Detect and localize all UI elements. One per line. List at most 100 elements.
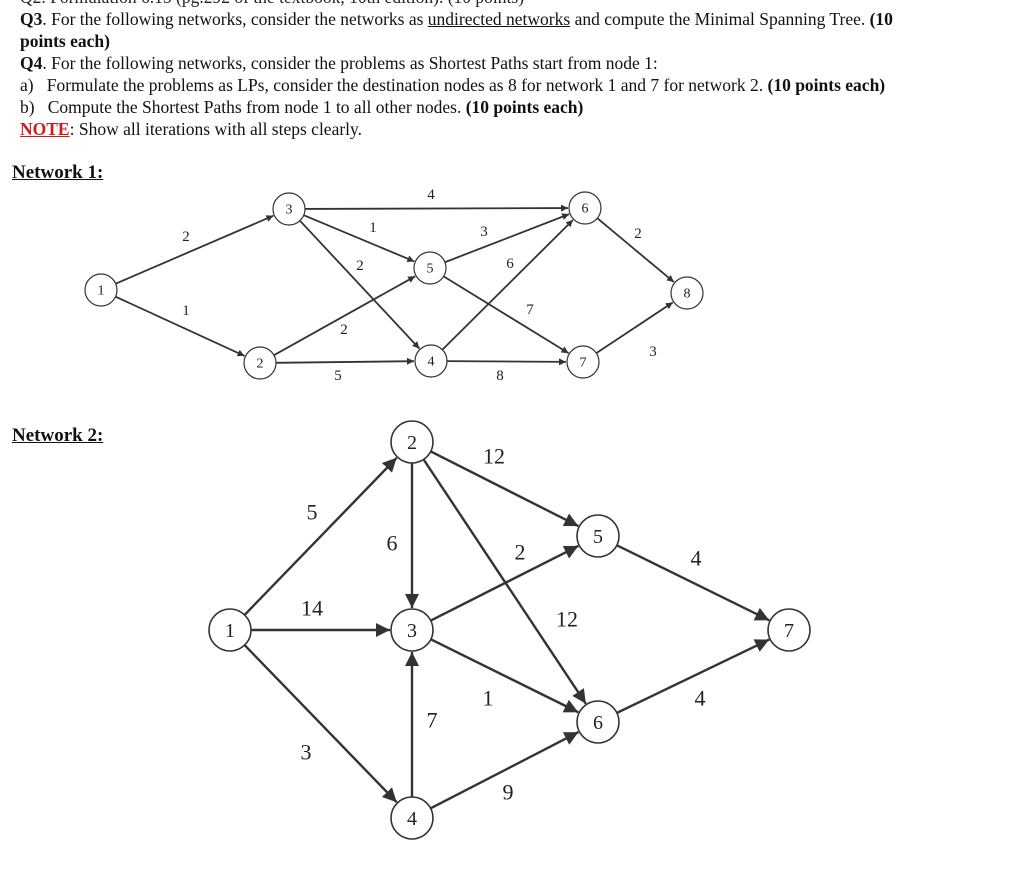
network-1-edge-1-3 [115, 214, 274, 285]
network-1-node-4: 4 [414, 344, 448, 378]
q4b-line: b) Compute the Shortest Paths from node … [20, 96, 583, 118]
network-2-edge-4-6 [430, 731, 580, 810]
network-2-edge-1-2 [243, 456, 398, 616]
network-1-node-1: 1 [84, 273, 118, 307]
q3-line-1: Q3. For the following networks, consider… [20, 8, 893, 30]
network-2-node-2: 2 [390, 420, 434, 464]
network-2-edge-weight-2-3: 6 [387, 531, 398, 556]
network-1-edge-weight-5-7: 7 [526, 302, 534, 318]
network-2-edge-6-7 [616, 638, 770, 714]
network-1-edge-weight-1-3: 2 [182, 229, 190, 245]
network-1-edge-weight-2-4: 5 [334, 368, 342, 384]
network-2-node-6: 6 [576, 700, 620, 744]
network-2-edge-weight-1-2: 5 [307, 500, 318, 525]
network-1-node-2: 2 [243, 346, 277, 380]
network-2-node-label-5: 5 [593, 526, 603, 548]
network-1-edge-weight-3-4: 2 [356, 258, 364, 274]
q3-points-a: (10 [869, 9, 893, 29]
network-2-edge-1-4 [243, 644, 398, 804]
network-2-node-circle-5 [576, 514, 620, 558]
q3-points-b: points each) [20, 31, 110, 51]
network-1-node-circle-8 [670, 276, 704, 310]
network-1-node-8: 8 [670, 276, 704, 310]
network-1-node-label-2: 2 [257, 357, 264, 372]
network-1-node-6: 6 [568, 191, 602, 225]
network-2-edge-weight-1-4: 3 [301, 740, 312, 765]
network-2-node-7: 7 [767, 608, 811, 652]
note-label: NOTE [20, 119, 70, 139]
network-2-node-5: 5 [576, 514, 620, 558]
network-2-edge-3-6 [430, 638, 579, 714]
network-1-node-5: 5 [413, 251, 447, 285]
network-1-label: Network 1: [12, 162, 103, 184]
network-1-node-label-7: 7 [580, 356, 587, 371]
network-1-edge-weight-7-8: 3 [649, 344, 657, 360]
q4-text: . For the following networks, consider t… [42, 53, 658, 73]
network-1-node-3: 3 [272, 192, 306, 226]
network-2-edge-weight-3-5: 2 [515, 540, 526, 565]
q4b-prefix: b) [20, 97, 35, 117]
network-1-edge-weight-3-5: 1 [369, 220, 377, 236]
network-1-edge-weight-1-2: 1 [182, 303, 190, 319]
network-1-edge-2-5 [273, 275, 416, 356]
network-1-edge-6-8 [596, 217, 675, 283]
network-2-node-4: 4 [390, 796, 434, 840]
network-2-node-label-3: 3 [407, 620, 417, 642]
network-2-node-circle-4 [390, 796, 434, 840]
network-2-node-label-7: 7 [784, 620, 794, 642]
network-2-node-label-1: 1 [225, 620, 235, 642]
q4b-text: Compute the Shortest Paths from node 1 t… [47, 97, 466, 117]
network-2-edge-weight-1-3: 14 [301, 596, 323, 621]
network-1-label-text: Network 1 [12, 162, 97, 183]
network-2-edge-weight-6-7: 4 [695, 686, 706, 711]
q3-underlined: undirected networks [427, 9, 571, 29]
network-1-edge-3-4 [299, 220, 421, 350]
network-1-node-circle-6 [568, 191, 602, 225]
q4-label: Q4 [20, 53, 43, 73]
network-1-edge-weight-3-6: 4 [427, 187, 435, 203]
network-1-node-label-8: 8 [684, 287, 691, 302]
network-1-edge-weight-2-5: 2 [340, 322, 348, 338]
network-2-node-3: 3 [390, 608, 434, 652]
network-2-node-circle-1 [208, 608, 252, 652]
network-1-node-7: 7 [566, 345, 600, 379]
network-1-edge-7-8 [595, 301, 674, 354]
network-2-node-circle-3 [390, 608, 434, 652]
q4a-line: a) Formulate the problems as LPs, consid… [20, 74, 885, 96]
network-2-edge-2-6 [422, 458, 587, 705]
q4a-points: (10 points each) [767, 75, 886, 95]
network-2-edge-weight-2-5: 12 [483, 444, 505, 469]
q3-label: Q3 [20, 9, 43, 29]
network-1-node-label-4: 4 [428, 355, 435, 370]
network-2-edge-weight-3-6: 12 [556, 607, 578, 632]
network-1-edge-3-5 [303, 214, 415, 263]
network-1-node-circle-1 [84, 273, 118, 307]
network-2-node-label-4: 4 [407, 808, 417, 830]
network-1-edge-5-6 [444, 213, 570, 264]
q4b-points: (10 points each) [465, 97, 584, 117]
network-2-node-label-2: 2 [407, 432, 417, 454]
cut-off-question-line: Q2. Formulation 6.15 (pg.292 of the text… [20, 0, 524, 8]
network-2-node-circle-7 [767, 608, 811, 652]
network-1-node-label-3: 3 [286, 203, 293, 218]
network-2-edge-weight-4-3: 7 [427, 708, 438, 733]
network-1-node-circle-4 [414, 344, 448, 378]
network-2-node-label-6: 6 [593, 712, 603, 734]
note-line: NOTE: Show all iterations with all steps… [20, 118, 362, 140]
q3-text-b: and compute the Minimal Spanning Tree. [570, 9, 870, 29]
network-2-node-1: 1 [208, 608, 252, 652]
network-1-edge-3-6 [304, 204, 569, 212]
network-1-node-circle-5 [413, 251, 447, 285]
network-2-label: Network 2: [12, 425, 103, 447]
network-1-edge-weight-4-6: 6 [506, 256, 514, 272]
network-1-edge-weight-6-8: 2 [634, 226, 642, 242]
q4a-prefix: a) [20, 75, 34, 95]
network-2-node-circle-2 [390, 420, 434, 464]
note-text: : Show all iterations with all steps cle… [69, 119, 363, 139]
network-1-edge-1-2 [115, 295, 245, 357]
network-2-edge-weight-2-6: 1 [483, 686, 494, 711]
